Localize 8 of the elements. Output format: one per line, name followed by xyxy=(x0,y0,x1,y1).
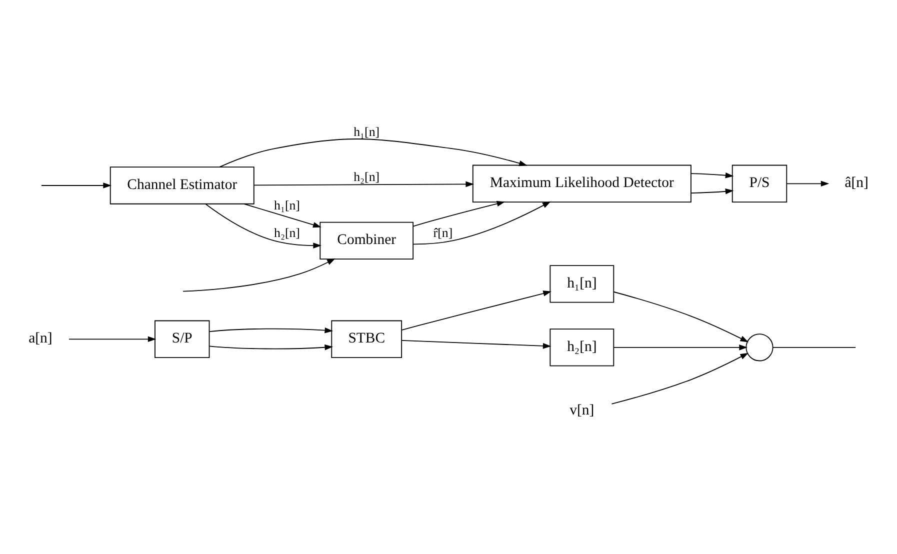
node-text: â[n] xyxy=(844,174,868,191)
edge-label: r̂[n] xyxy=(433,226,453,240)
edge-label: h₂[n] xyxy=(354,170,380,184)
edge-label: h₁[n] xyxy=(274,198,300,212)
node-text: v[n] xyxy=(570,402,594,418)
node-text: a[n] xyxy=(28,330,52,346)
edge-label: h₁[n] xyxy=(354,124,380,138)
edge-label: h₂[n] xyxy=(274,226,300,240)
